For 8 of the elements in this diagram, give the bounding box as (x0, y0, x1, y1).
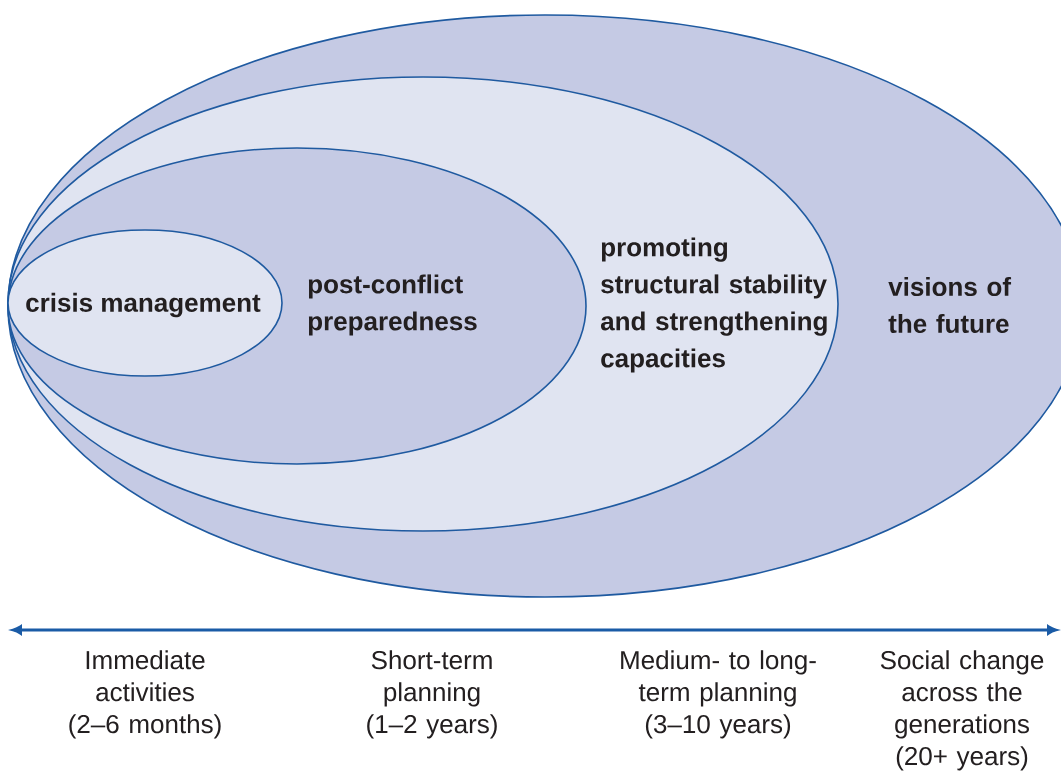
timescale-label: Immediate activities (2–6 months) (69, 650, 221, 739)
timescale-label: Short-term planning (1–2 years) (367, 650, 497, 739)
region-label: crisis management (26, 292, 261, 318)
region-label: post-conflict preparedness (308, 274, 477, 336)
timescale-label: Social change across the generations (20+ years) (880, 650, 1044, 771)
region-label: promoting structural stability and strengthening capacities (600, 237, 827, 373)
region-label: visions of the future (888, 276, 1012, 334)
timescale-label: Medium- to long-term planning (3–10 years) (621, 650, 816, 739)
